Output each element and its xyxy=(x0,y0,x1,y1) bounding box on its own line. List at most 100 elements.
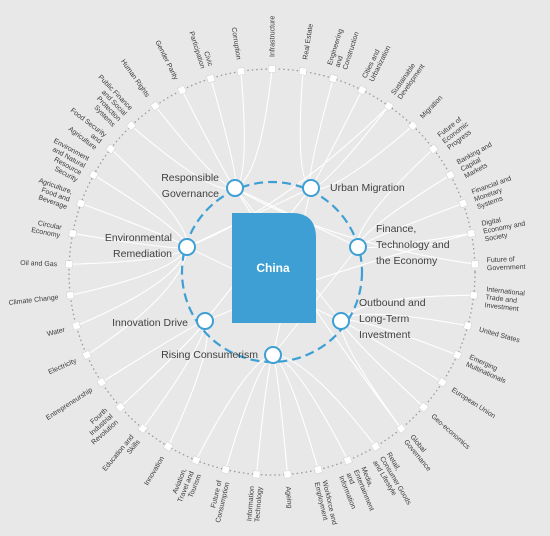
outer-topic-marker[interactable] xyxy=(437,377,448,388)
outer-topic-label[interactable]: Oil and Gas xyxy=(20,260,58,268)
outer-topic-marker[interactable] xyxy=(149,100,161,112)
subtopic-label[interactable]: Urban Migration xyxy=(330,182,405,194)
outer-topic-label[interactable]: Ageing xyxy=(284,486,293,508)
outer-topic-label[interactable]: Migration xyxy=(419,95,444,121)
subtopic-node-rc[interactable]: Rising Consumerism xyxy=(161,346,282,364)
outer-topic-label[interactable]: GlobalGovernance xyxy=(402,434,438,473)
outer-topic-label[interactable]: Real Estate xyxy=(302,23,314,60)
outer-topic-label[interactable]: Workforce andEmployment xyxy=(313,480,338,528)
outer-topic-label[interactable]: CivicParticipation xyxy=(187,28,213,70)
outer-topic-marker[interactable] xyxy=(76,198,86,209)
outer-topic-label[interactable]: Aviation,Travel andTourism xyxy=(170,467,204,506)
outer-topic-label[interactable]: DigitalEconomy andSociety xyxy=(481,213,528,244)
subtopic-circle[interactable] xyxy=(264,346,282,364)
outer-topic-label[interactable]: United States xyxy=(478,327,521,345)
outer-topic-marker[interactable] xyxy=(313,465,323,475)
outer-topic-marker[interactable] xyxy=(163,441,174,452)
outer-topic-marker[interactable] xyxy=(68,229,78,238)
outer-topic-label[interactable]: Agriculture,Food andBeverage xyxy=(32,177,73,211)
outer-topic-marker[interactable] xyxy=(96,377,107,388)
outer-topic-marker[interactable] xyxy=(469,291,478,300)
center-node[interactable]: China xyxy=(232,213,316,323)
subtopic-circle[interactable] xyxy=(349,238,367,256)
outer-topic-marker[interactable] xyxy=(370,441,381,452)
outer-topic-marker[interactable] xyxy=(328,73,338,84)
outer-topic-marker[interactable] xyxy=(445,169,456,181)
outer-topic-label[interactable]: Corruption xyxy=(230,27,242,60)
outer-topic-marker[interactable] xyxy=(81,350,92,360)
outer-topic-label[interactable]: Retail,Consumer Goodsand Lifestyle xyxy=(371,451,419,510)
outer-topic-marker[interactable] xyxy=(471,260,479,269)
outer-topic-marker[interactable] xyxy=(66,291,75,300)
subtopic-circle[interactable] xyxy=(302,179,320,197)
outer-topic-label[interactable]: Banking andCapitalMarkets xyxy=(456,141,501,180)
outer-topic-label[interactable]: Future ofEconomicProgress xyxy=(437,114,476,151)
outer-topic-label[interactable]: Geo-economics xyxy=(430,413,472,451)
outer-topic-marker[interactable] xyxy=(125,120,137,132)
outer-topic-label[interactable]: FourthIndustrialRevolution xyxy=(80,407,120,446)
subtopic-node-um[interactable]: Urban Migration xyxy=(302,179,405,197)
subtopic-label[interactable]: Innovation Drive xyxy=(112,317,188,329)
outer-topic-label[interactable]: Electricity xyxy=(47,357,78,376)
subtopic-circle[interactable] xyxy=(196,312,214,330)
outer-topic-marker[interactable] xyxy=(88,169,99,181)
outer-topic-marker[interactable] xyxy=(105,143,116,155)
outer-topic-marker[interactable] xyxy=(206,73,216,84)
subtopic-circle[interactable] xyxy=(178,238,196,256)
outer-topic-marker[interactable] xyxy=(463,321,473,331)
outer-topic-label[interactable]: Climate Change xyxy=(8,294,59,307)
outer-topic-label[interactable]: SustainableDevelopment xyxy=(390,59,426,101)
center-shape[interactable] xyxy=(232,213,316,323)
subtopic-circle[interactable] xyxy=(226,179,244,197)
outer-topic-label[interactable]: Future ofConsumption xyxy=(207,480,231,524)
outer-topic-label[interactable]: Gender Parity xyxy=(153,39,179,81)
outer-topic-marker[interactable] xyxy=(407,120,419,132)
subtopic-node-id[interactable]: Innovation Drive xyxy=(112,312,214,330)
outer-topic-marker[interactable] xyxy=(71,321,81,331)
outer-topic-marker[interactable] xyxy=(252,470,261,479)
outer-topic-marker[interactable] xyxy=(383,100,395,112)
outer-topic-marker[interactable] xyxy=(137,423,149,434)
outer-topic-marker[interactable] xyxy=(268,65,276,73)
outer-topic-marker[interactable] xyxy=(298,67,308,76)
outer-topic-label[interactable]: Human Rights xyxy=(119,58,151,99)
outer-topic-marker[interactable] xyxy=(176,85,187,96)
outer-topic-marker[interactable] xyxy=(236,67,246,76)
outer-topic-label[interactable]: Infrastructure xyxy=(270,16,277,57)
outer-topic-label[interactable]: Entrepreneurship xyxy=(45,387,94,422)
outer-topic-marker[interactable] xyxy=(221,465,231,475)
outer-topic-marker[interactable] xyxy=(65,260,73,269)
subtopic-label[interactable]: Rising Consumerism xyxy=(161,349,258,361)
outer-topic-label[interactable]: Financial andMonetarySystems xyxy=(471,175,518,211)
outer-topic-marker[interactable] xyxy=(466,229,476,238)
outer-topic-marker[interactable] xyxy=(115,401,126,413)
outer-topic-label[interactable]: Water xyxy=(46,326,66,338)
outer-topic-label[interactable]: Environmentand NaturalResourceSecurity xyxy=(41,138,91,184)
outer-topic-label[interactable]: Innovation xyxy=(143,455,166,486)
outer-topic-label[interactable]: EmergingMultinationals xyxy=(465,354,511,385)
outer-topic-marker[interactable] xyxy=(395,423,407,434)
outer-topic-label[interactable]: InternationalTrade andInvestment xyxy=(484,286,525,313)
outer-topic-label[interactable]: InformationTechnology xyxy=(246,485,264,523)
outer-topic-label[interactable]: Cities andUrbanization xyxy=(362,41,393,83)
outer-topic-label[interactable]: European Union xyxy=(450,387,496,420)
outer-topic-marker[interactable] xyxy=(191,455,201,466)
subtopic-circle[interactable] xyxy=(332,312,350,330)
outer-topic-label[interactable]: EngineeringandConstruction xyxy=(327,26,361,71)
outer-topic-marker[interactable] xyxy=(283,470,292,479)
outer-topic-marker[interactable] xyxy=(458,198,468,209)
outer-topic-label[interactable]: Media,EntertainmentandInformation xyxy=(337,466,382,518)
outer-topic-label[interactable]: Education andSkills xyxy=(102,433,142,477)
outer-topic-marker[interactable] xyxy=(357,85,368,96)
outer-topic-marker[interactable] xyxy=(343,455,353,466)
outer-topic-label[interactable]: Future ofGovernment xyxy=(487,256,526,272)
outer-topic-label[interactable]: CircularEconomy xyxy=(31,219,63,239)
outer-topic-marker[interactable] xyxy=(452,350,463,360)
